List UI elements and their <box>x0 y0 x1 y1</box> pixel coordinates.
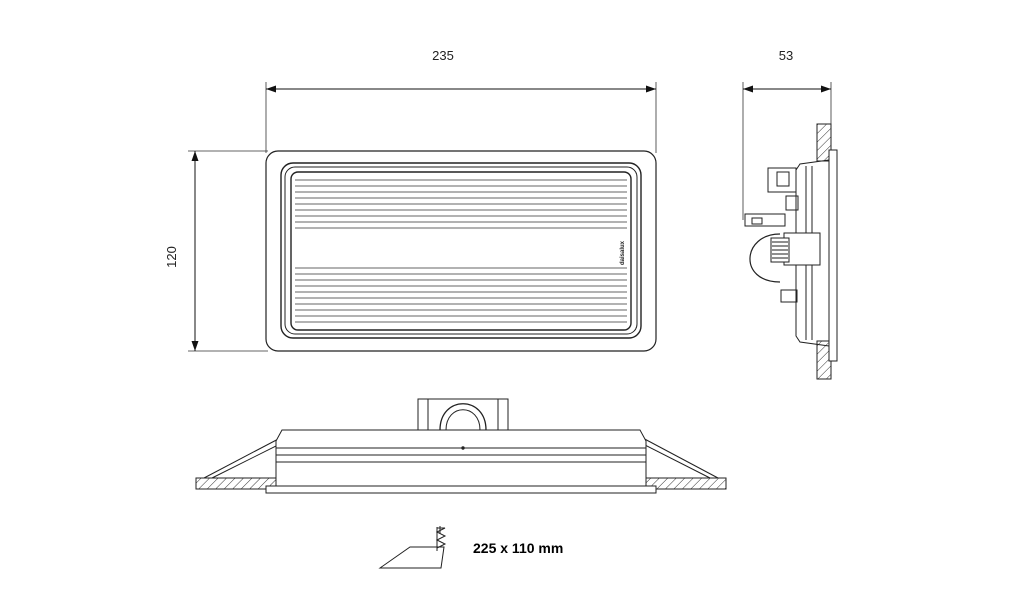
width-dimension: 235 <box>265 48 657 153</box>
width-label: 235 <box>432 48 454 63</box>
diffuser-ribs-bottom <box>295 267 627 323</box>
depth-label: 53 <box>779 48 793 63</box>
top-view <box>195 398 727 494</box>
cutout-size-label: 225 x 110 mm <box>473 540 563 556</box>
ceiling-slab-right <box>645 477 727 490</box>
height-dimension: 120 <box>164 150 268 352</box>
luminaire-side <box>744 149 838 362</box>
cutout-symbol: 225 x 110 mm <box>378 526 563 569</box>
luminaire-top <box>203 398 719 494</box>
side-view: 53 <box>742 48 838 380</box>
saw-cutout-icon <box>378 526 447 569</box>
luminaire-front: daisalux <box>265 150 657 352</box>
front-view: 235 120 <box>164 48 657 352</box>
height-label: 120 <box>164 246 179 268</box>
brand-logo: daisalux <box>620 240 626 265</box>
ceiling-slab-left <box>195 477 277 490</box>
diffuser-ribs-top <box>295 179 627 229</box>
depth-dimension: 53 <box>742 48 832 220</box>
